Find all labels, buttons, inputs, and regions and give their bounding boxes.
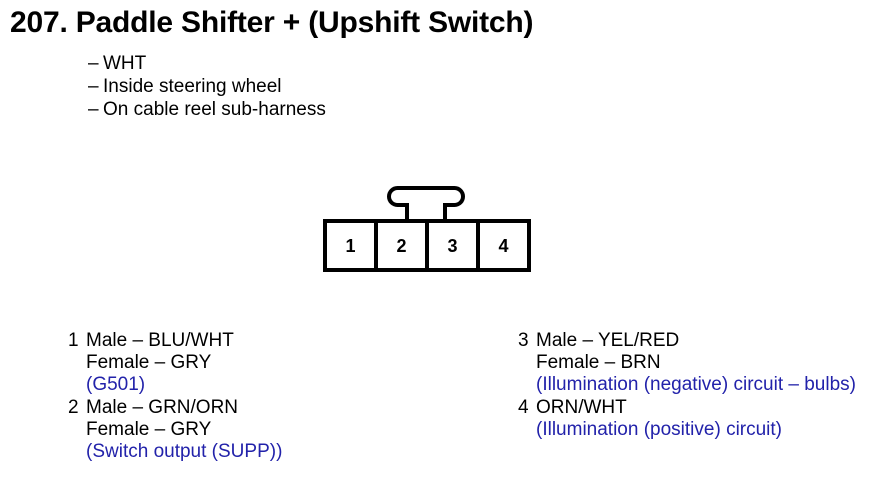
list-item: – WHT [88, 52, 326, 75]
pin-line: Female – BRN [536, 352, 661, 373]
pin-line: ORN/WHT [536, 397, 627, 418]
pin-circuit-note: (Illumination (positive) circuit) [536, 419, 783, 440]
list-item: – On cable reel sub-harness [88, 98, 326, 121]
pin-number: 2 [68, 397, 79, 418]
pin-circuit-note: (Illumination (negative) circuit – bulbs… [536, 374, 856, 395]
pin-entry: 3 Male – YEL/RED Female – BRN (Illuminat… [518, 330, 894, 396]
connector-cavity: 2 [374, 223, 425, 268]
pin-entry: 4 ORN/WHT (Illumination (positive) circu… [518, 397, 894, 441]
dash-icon: – [88, 53, 99, 74]
dash-icon: – [88, 99, 99, 120]
pin-line: Male – YEL/RED [536, 330, 680, 351]
pin-circuit-note: (Switch output (SUPP)) [86, 441, 283, 462]
list-item-label: On cable reel sub-harness [103, 99, 326, 120]
pin-list-right: 3 Male – YEL/RED Female – BRN (Illuminat… [518, 330, 894, 442]
pin-circuit-note: (G501) [86, 374, 146, 395]
pin-line: Female – GRY [86, 352, 212, 373]
pin-list-left: 1 Male – BLU/WHT Female – GRY (G501) 2 M… [68, 330, 488, 464]
pin-detail-lines: Male – GRN/ORN Female – GRY (Switch outp… [86, 397, 488, 463]
list-item: – Inside steering wheel [88, 75, 326, 98]
connector-cavity: 3 [425, 223, 476, 268]
page-title: 207. Paddle Shifter + (Upshift Switch) [10, 6, 534, 39]
list-item-label: WHT [103, 53, 147, 74]
connector-cavity: 1 [345, 235, 356, 256]
pin-detail-lines: Male – BLU/WHT Female – GRY (G501) [86, 330, 488, 396]
pin-number: 4 [518, 397, 529, 418]
pin-entry: 1 Male – BLU/WHT Female – GRY (G501) [68, 330, 488, 396]
pin-detail-lines: ORN/WHT (Illumination (positive) circuit… [536, 397, 894, 441]
descriptor-list: – WHT – Inside steering wheel – On cable… [88, 52, 326, 121]
connector-diagram: 1 2 3 4 [323, 186, 531, 272]
connector-body: 1 2 3 4 [323, 219, 531, 272]
pin-line: Female – GRY [86, 419, 212, 440]
dash-icon: – [88, 76, 99, 97]
pin-entry: 2 Male – GRN/ORN Female – GRY (Switch ou… [68, 397, 488, 463]
list-item-label: Inside steering wheel [103, 76, 282, 97]
connector-cavity: 4 [476, 223, 527, 268]
pin-detail-lines: Male – YEL/RED Female – BRN (Illuminatio… [536, 330, 894, 396]
connector-latch-stem [405, 203, 447, 223]
pin-number: 3 [518, 330, 529, 351]
pin-number: 1 [68, 330, 79, 351]
pin-line: Male – GRN/ORN [86, 397, 239, 418]
pin-line: Male – BLU/WHT [86, 330, 234, 351]
